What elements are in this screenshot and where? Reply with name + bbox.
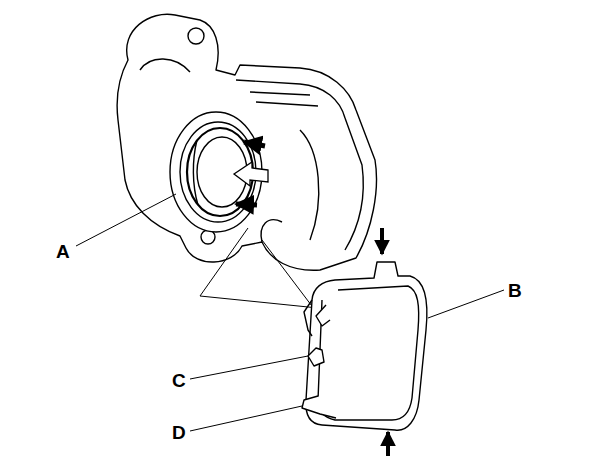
callout-letter: B xyxy=(508,281,522,300)
callout-letter: C xyxy=(172,371,186,390)
callout-letter: A xyxy=(56,242,70,261)
caliper-body xyxy=(117,14,376,270)
leader-lines xyxy=(76,194,504,431)
brake-pad xyxy=(302,262,427,430)
callout-letter: D xyxy=(172,423,186,442)
